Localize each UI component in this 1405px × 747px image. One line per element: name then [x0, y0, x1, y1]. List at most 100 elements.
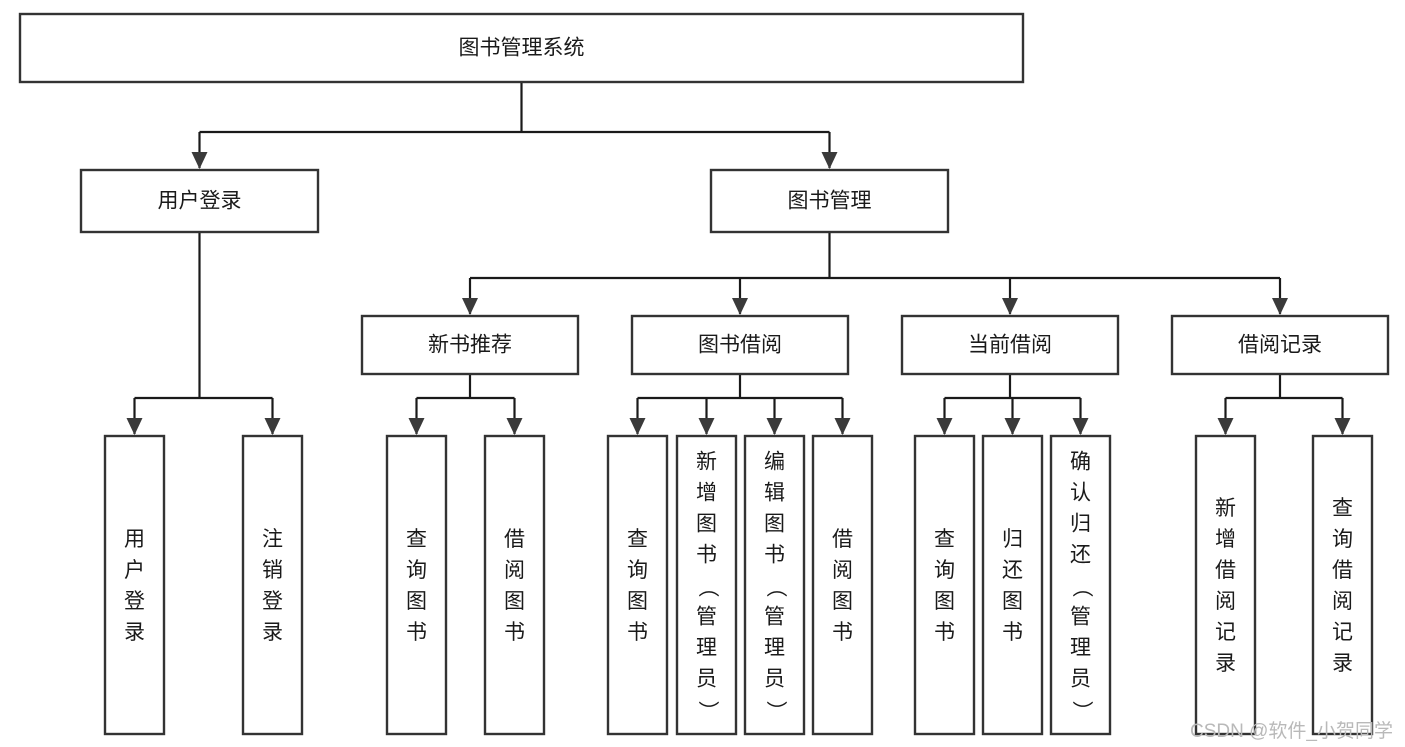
node-box-new-book-recommend: [360, 314, 580, 376]
svg-text:录: 录: [124, 621, 145, 644]
svg-text:图: 图: [1002, 590, 1023, 613]
node-borrow-record[interactable]: 借阅记录: [1170, 314, 1390, 376]
connector-group-book-borrow: [629, 374, 851, 435]
arrow-head-icon: [766, 418, 783, 435]
connector-group-root: [191, 82, 838, 169]
node-box-leaf-borrow-book-2: [811, 434, 874, 736]
arrow-head-icon: [1334, 418, 1351, 435]
svg-text:图: 图: [832, 590, 853, 613]
svg-text:记: 记: [1332, 621, 1353, 644]
node-box-leaf-return-book: [981, 434, 1044, 736]
svg-text:还: 还: [1002, 559, 1023, 582]
svg-text:辑: 辑: [764, 482, 785, 505]
arrow-head-icon: [834, 418, 851, 435]
svg-text:查: 查: [1332, 497, 1353, 520]
node-box-leaf-edit-book-admin: [743, 434, 806, 736]
svg-text:管: 管: [696, 606, 717, 629]
node-box-leaf-confirm-return-admin: [1049, 434, 1112, 736]
svg-text:查: 查: [934, 528, 955, 551]
node-book-management[interactable]: 图书管理: [709, 168, 950, 234]
svg-text:记: 记: [1215, 621, 1236, 644]
svg-text:（: （: [1070, 577, 1093, 598]
node-new-book-recommend[interactable]: 新书推荐: [360, 314, 580, 376]
node-book-borrow[interactable]: 图书借阅: [630, 314, 850, 376]
arrow-head-icon: [698, 418, 715, 435]
svg-text:询: 询: [934, 559, 955, 582]
arrow-head-icon: [264, 418, 281, 435]
node-box-leaf-query-book-2: [606, 434, 669, 736]
node-user-login[interactable]: 用户登录: [79, 168, 320, 234]
svg-text:增: 增: [696, 482, 717, 505]
svg-text:理: 理: [764, 637, 785, 660]
node-box-current-borrow: [900, 314, 1120, 376]
svg-text:查: 查: [627, 528, 648, 551]
arrow-head-icon: [126, 418, 143, 435]
svg-text:（: （: [696, 577, 719, 598]
node-label-book-management: 图书管理: [788, 190, 872, 213]
svg-text:图: 图: [696, 513, 717, 536]
svg-text:（: （: [764, 577, 787, 598]
arrow-head-icon: [1072, 418, 1089, 435]
svg-text:理: 理: [696, 637, 717, 660]
arrow-head-icon: [821, 152, 838, 169]
svg-text:借: 借: [832, 528, 853, 551]
node-leaf-user-login[interactable]: 用户登录: [103, 434, 166, 736]
svg-text:阅: 阅: [1332, 590, 1353, 613]
node-root[interactable]: 图书管理系统: [18, 12, 1025, 84]
node-layer: 图书管理系统用户登录图书管理新书推荐图书借阅当前借阅借阅记录用户登录注销登录查询…: [18, 12, 1390, 736]
svg-text:管: 管: [764, 606, 785, 629]
svg-text:归: 归: [1002, 528, 1023, 551]
svg-text:图: 图: [764, 513, 785, 536]
svg-text:归: 归: [1070, 513, 1091, 536]
svg-text:确: 确: [1070, 451, 1091, 474]
connector-group-book-management: [462, 232, 1288, 315]
arrow-head-icon: [1272, 298, 1288, 315]
svg-text:录: 录: [1332, 652, 1353, 675]
svg-text:还: 还: [1070, 544, 1091, 567]
svg-text:书: 书: [832, 621, 853, 644]
svg-text:询: 询: [627, 559, 648, 582]
svg-text:用: 用: [124, 528, 145, 551]
node-box-borrow-record: [1170, 314, 1390, 376]
svg-text:员: 员: [1070, 668, 1091, 691]
svg-text:户: 户: [124, 559, 145, 582]
svg-text:登: 登: [124, 590, 145, 613]
arrow-head-icon: [408, 418, 425, 435]
svg-text:编: 编: [764, 451, 785, 474]
node-box-user-login: [79, 168, 320, 234]
node-label-leaf-user-login: 用户登录: [124, 528, 145, 644]
svg-text:询: 询: [406, 559, 427, 582]
svg-text:图: 图: [504, 590, 525, 613]
svg-text:录: 录: [262, 621, 283, 644]
svg-text:书: 书: [764, 544, 785, 567]
svg-text:增: 增: [1215, 528, 1236, 551]
arrow-head-icon: [1004, 418, 1021, 435]
svg-text:员: 员: [696, 668, 717, 691]
svg-text:询: 询: [1332, 528, 1353, 551]
node-current-borrow[interactable]: 当前借阅: [900, 314, 1120, 376]
arrow-head-icon: [506, 418, 523, 435]
node-box-root: [18, 12, 1025, 84]
